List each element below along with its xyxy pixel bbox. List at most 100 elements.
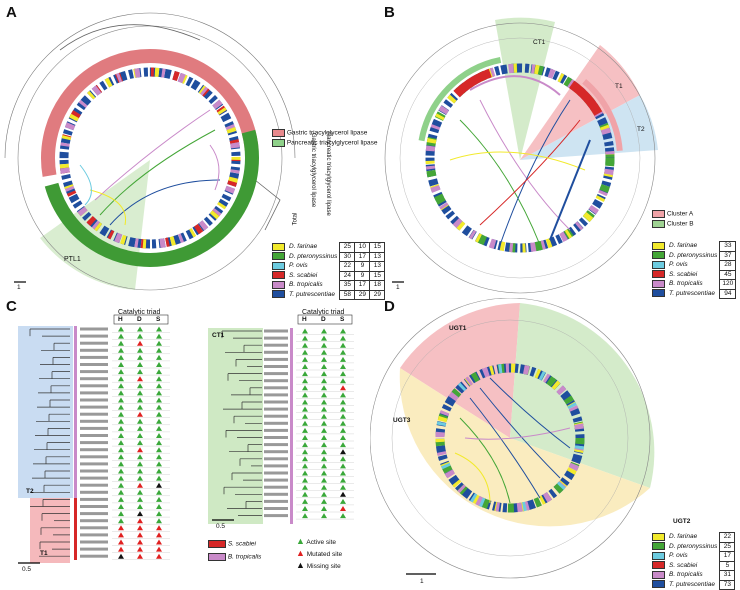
leaf-label: [264, 357, 288, 361]
triad-mark: [302, 513, 308, 519]
ugt2-clade-shade: [510, 303, 655, 488]
triad-mark: [302, 392, 308, 398]
triad-mark: [321, 463, 327, 469]
triad-mark: [302, 491, 308, 497]
triad-mark: [302, 506, 308, 511]
triad-mark: [156, 369, 162, 375]
col-d: D: [137, 316, 142, 323]
triad-mark: [321, 442, 327, 448]
triad-mark: [156, 518, 162, 524]
triad-mark: [137, 376, 143, 382]
scabiei-swatch: [272, 271, 285, 280]
putrescentiae-swatch: [652, 289, 665, 298]
triad-mark: [118, 489, 124, 495]
col-header-total: Total: [292, 212, 299, 226]
leaf-label: [80, 540, 108, 544]
triad-mark: [137, 454, 143, 460]
triad-mark: [156, 425, 162, 431]
species-name: B. tropicalis: [289, 281, 323, 288]
triad-mark: [118, 482, 124, 488]
col-d-right: D: [321, 316, 326, 323]
leaf-label: [264, 421, 288, 425]
leaf-label: [264, 464, 288, 468]
triad-mark: [321, 385, 327, 391]
triad-mark: [302, 477, 308, 483]
tree-root-branch: [59, 24, 201, 51]
triad-mark: [156, 404, 162, 410]
triad-mark: [137, 532, 143, 538]
triad-mark: [340, 406, 346, 412]
link: [479, 119, 581, 226]
leaf-label: [80, 505, 108, 508]
leaf-label: [264, 499, 288, 503]
triad-mark: [340, 456, 346, 462]
triad-mark: [137, 518, 143, 524]
putrescentiae-swatch: [652, 580, 665, 589]
species-name: T. putrescentiae: [669, 289, 716, 297]
link: [464, 427, 571, 440]
triad-mark: [340, 513, 346, 519]
leaf-label: [80, 391, 108, 395]
leaf-label: [80, 497, 108, 501]
triad-mark: [156, 532, 162, 538]
triad-mark: [156, 347, 162, 353]
triad-mark: [156, 411, 162, 417]
triad-mark: [137, 504, 143, 509]
species-ring-scabiei: [425, 63, 615, 253]
triad-mark: [321, 477, 327, 483]
triad-mark: [137, 362, 143, 367]
panel-label-c: C: [6, 298, 17, 315]
triad-mark: [156, 546, 162, 552]
left-triad-marks: [112, 326, 170, 560]
triad-mark: [118, 433, 124, 438]
link: [459, 417, 511, 504]
triad-header-box-right: [297, 314, 353, 325]
triad-mark: [340, 392, 346, 398]
triad-mark: [137, 411, 143, 417]
triad-mark: [118, 362, 124, 367]
triad-mark: [302, 371, 308, 377]
total-cell: 24: [339, 270, 356, 281]
leaf-label: [264, 457, 288, 461]
triad-header-box: [113, 314, 169, 325]
triad-mark: [156, 511, 162, 517]
triad-mark: [118, 404, 124, 410]
triad-mark: [321, 491, 327, 497]
triad-mark: [302, 427, 308, 433]
triad-mark: [137, 461, 143, 467]
tree-outer-arc: [384, 22, 656, 294]
panel-label-b: B: [384, 4, 395, 21]
scabiei-swatch: [208, 540, 226, 548]
leaf-label: [264, 450, 288, 454]
triad-mark: [137, 383, 143, 389]
link: [469, 75, 561, 96]
species-name: S. scabiei: [289, 271, 318, 279]
gastric-cell: 10: [354, 242, 371, 253]
triad-mark: [118, 532, 124, 538]
species-name: D. pteronyssinus: [669, 251, 718, 259]
t1-clade-shade: [520, 45, 640, 160]
leaf-label: [264, 507, 288, 510]
triad-mark: [156, 383, 162, 389]
species-name: S. scabiei: [669, 561, 698, 569]
triad-mark: [118, 454, 124, 460]
col-header-pancreatic-wrap: Pancreatic triacylglycerol lipase: [325, 132, 342, 216]
tree-mid-arc: [391, 319, 629, 557]
species-name: T. putrescentiae: [669, 580, 716, 588]
triad-mark: [118, 418, 124, 424]
leaf-label: [264, 514, 288, 518]
triad-mark: [321, 435, 327, 440]
leaf-label: [264, 350, 288, 354]
leaf-label: [264, 393, 288, 397]
col-s: S: [156, 316, 161, 323]
active-site-icon: ▲: [296, 536, 305, 546]
leaf-label: [264, 343, 288, 347]
t2-clade-shade: [520, 95, 658, 160]
leaf-label: [264, 379, 288, 383]
triad-mark: [340, 484, 346, 490]
link: [109, 179, 221, 226]
triad-mark: [302, 328, 308, 334]
